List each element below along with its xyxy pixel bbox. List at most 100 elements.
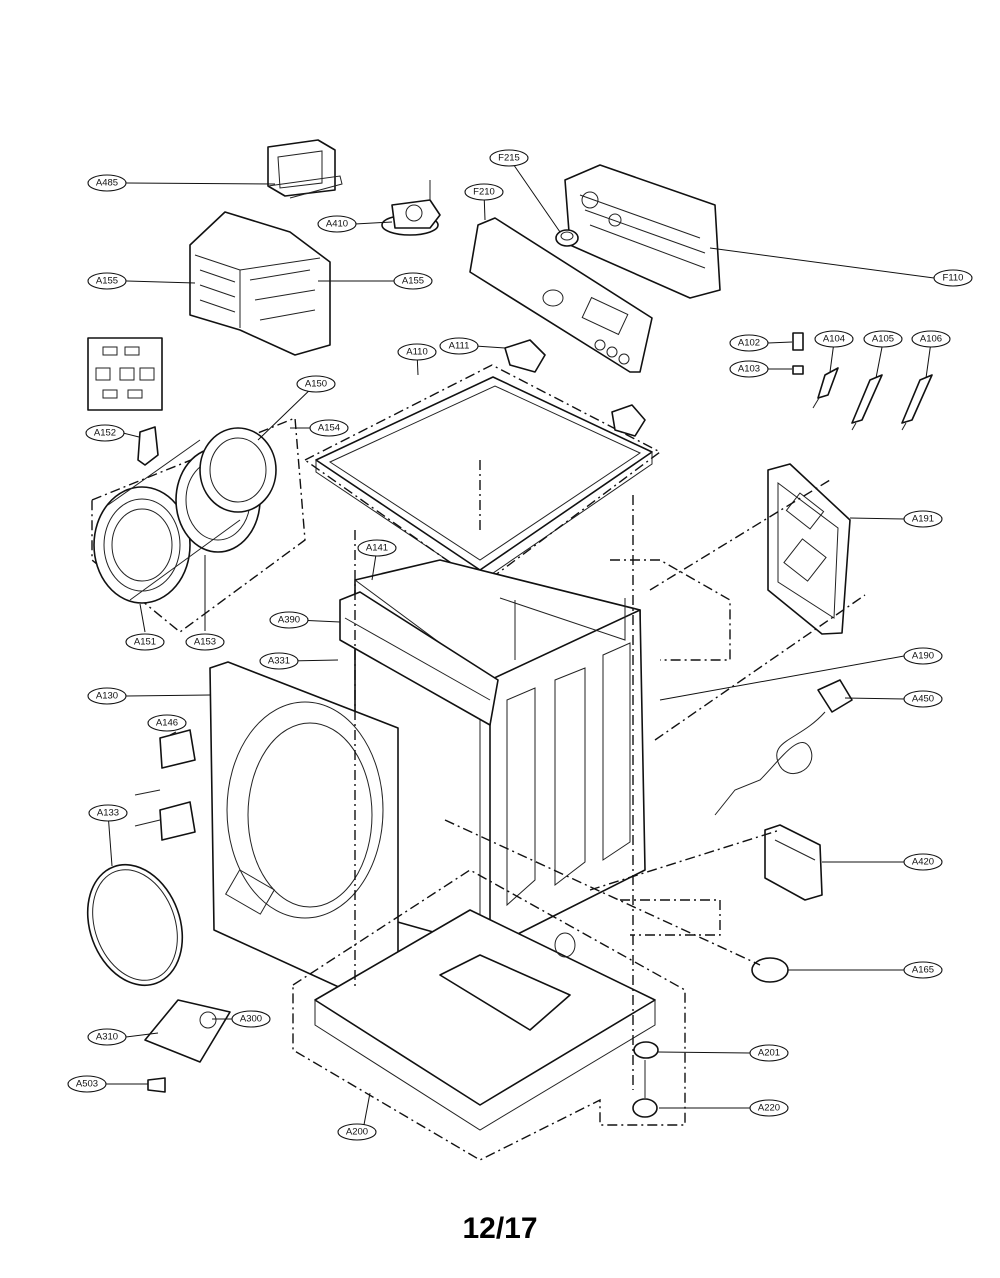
- callout-A141: A141: [357, 539, 397, 557]
- callout-A154: A154: [309, 419, 349, 437]
- svg-text:A106: A106: [920, 334, 942, 345]
- svg-text:A201: A201: [758, 1048, 780, 1059]
- svg-text:A155: A155: [402, 276, 424, 287]
- service-cover-drawing: [144, 999, 231, 1063]
- svg-text:A153: A153: [194, 637, 216, 648]
- pump-motor-drawing: [381, 180, 441, 236]
- front-panel-drawing: [209, 661, 399, 1006]
- svg-text:A141: A141: [366, 543, 388, 554]
- callout-A200: A200: [337, 1123, 377, 1141]
- svg-text:A104: A104: [823, 334, 845, 345]
- callout-A150: A150: [296, 375, 336, 393]
- callout-A503: A503: [67, 1075, 107, 1093]
- screw-drawing: [147, 1077, 166, 1093]
- callout-A153: A153: [185, 633, 225, 651]
- main-pcb-drawing: [189, 211, 331, 356]
- back-panel-drawing: [767, 463, 851, 635]
- power-cord-drawing: [714, 679, 853, 816]
- base-drawing: [292, 869, 686, 1161]
- svg-text:A146: A146: [156, 718, 178, 729]
- svg-text:A110: A110: [406, 347, 427, 358]
- svg-text:A102: A102: [738, 338, 760, 349]
- svg-text:A450: A450: [912, 694, 934, 705]
- top-hinge-drawing: [504, 339, 546, 373]
- callout-A155-right: A155: [393, 272, 433, 290]
- svg-text:A155: A155: [96, 276, 118, 287]
- svg-text:F210: F210: [473, 187, 495, 198]
- callout-A190: A190: [903, 647, 943, 665]
- control-panel-drawing: [469, 217, 653, 373]
- callout-A152: A152: [85, 424, 125, 442]
- svg-text:A150: A150: [305, 379, 327, 390]
- callout-A104: A104: [814, 330, 854, 348]
- callout-A155-left: A155: [87, 272, 127, 290]
- callout-A191: A191: [903, 510, 943, 528]
- door-hinge-drawing: [134, 729, 196, 841]
- callout-A105: A105: [863, 330, 903, 348]
- door-handle-drawing: [137, 426, 159, 466]
- callout-F210: F210: [464, 183, 504, 201]
- svg-text:A152: A152: [94, 428, 116, 439]
- svg-text:A200: A200: [346, 1127, 368, 1138]
- callout-A103: A103: [729, 360, 769, 378]
- svg-text:A390: A390: [278, 615, 300, 626]
- svg-text:A165: A165: [912, 965, 934, 976]
- svg-text:A133: A133: [97, 808, 119, 819]
- callout-A310: A310: [87, 1028, 127, 1046]
- filter-drawing: [764, 824, 823, 901]
- callout-A133: A133: [88, 804, 128, 822]
- callout-A102: A102: [729, 334, 769, 352]
- leveling-leg-drawing: [632, 1041, 659, 1118]
- svg-text:A190: A190: [912, 651, 934, 662]
- svg-text:F110: F110: [943, 273, 964, 284]
- foot-cap-drawing: [751, 957, 789, 983]
- svg-text:A331: A331: [268, 656, 290, 667]
- callout-A420: A420: [903, 853, 943, 871]
- callout-A111: A111: [439, 337, 479, 355]
- svg-text:A105: A105: [872, 334, 894, 345]
- svg-text:A220: A220: [758, 1103, 780, 1114]
- callout-A110: A110: [397, 343, 437, 361]
- callout-F215: F215: [489, 149, 529, 167]
- callout-A130: A130: [87, 687, 127, 705]
- callout-A390: A390: [269, 611, 309, 629]
- callout-A485: A485: [87, 174, 127, 192]
- callout-F110: F110: [933, 269, 973, 287]
- pcb-housing-drawing: [267, 139, 343, 199]
- svg-text:A300: A300: [240, 1014, 262, 1025]
- svg-text:A191: A191: [912, 514, 934, 525]
- clips-box-drawing: [87, 337, 163, 411]
- callout-A146: A146: [147, 714, 187, 732]
- svg-text:A154: A154: [318, 423, 340, 434]
- callout-A165: A165: [903, 961, 943, 979]
- svg-text:A410: A410: [326, 219, 348, 230]
- svg-text:A485: A485: [96, 178, 118, 189]
- callout-A201: A201: [749, 1044, 789, 1062]
- svg-text:A503: A503: [76, 1079, 98, 1090]
- small-valves-drawing: [792, 332, 933, 431]
- callout-A331: A331: [259, 652, 299, 670]
- svg-text:A420: A420: [912, 857, 934, 868]
- top-hinge-right-drawing: [611, 404, 646, 437]
- knob-drawing: [555, 229, 579, 247]
- top-cover-drawing: [303, 364, 662, 586]
- door-assembly-drawing: [91, 416, 306, 633]
- leader-lines: [106, 157, 935, 1131]
- clamp-ring-drawing: [86, 863, 184, 987]
- front-bar-drawing: [339, 591, 499, 726]
- page-number: 12/17: [462, 1212, 538, 1245]
- svg-text:A310: A310: [96, 1032, 118, 1043]
- callout-A106: A106: [911, 330, 951, 348]
- callout-A300: A300: [231, 1010, 271, 1028]
- callout-A410: A410: [317, 215, 357, 233]
- svg-text:A103: A103: [738, 364, 760, 375]
- svg-text:A111: A111: [449, 341, 470, 352]
- callout-A450: A450: [903, 690, 943, 708]
- svg-text:F215: F215: [498, 153, 520, 164]
- explode-lines: [354, 460, 866, 1090]
- svg-text:A151: A151: [134, 637, 156, 648]
- callout-A151: A151: [125, 633, 165, 651]
- callout-A220: A220: [749, 1099, 789, 1117]
